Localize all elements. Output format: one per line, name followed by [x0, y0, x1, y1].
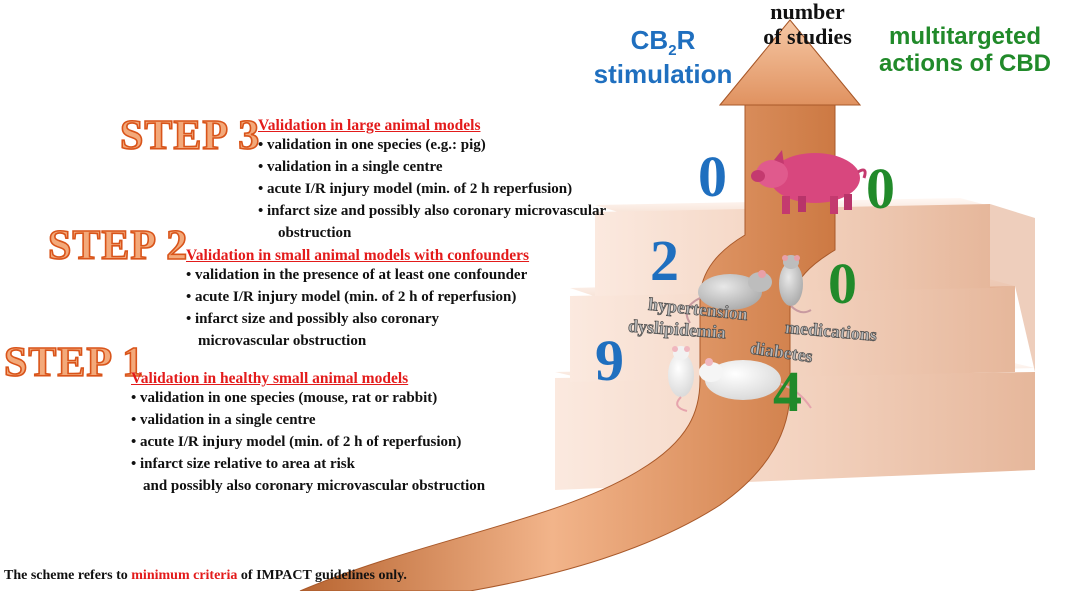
- criteria-continuation: microvascular obstruction: [186, 330, 527, 352]
- criteria-item: validation in the presence of at least o…: [186, 264, 527, 286]
- step1-criteria: validation in one species (mouse, rat or…: [131, 387, 485, 497]
- step3-cb2r-count: 0: [698, 148, 727, 206]
- step1-cbd-count: 4: [773, 363, 802, 421]
- footnote-prefix: The scheme refers to: [4, 568, 131, 583]
- step2-criteria: validation in the presence of at least o…: [186, 264, 527, 352]
- footnote-highlight: minimum criteria: [131, 568, 237, 583]
- criteria-item: validation in one species (e.g.: pig): [258, 134, 606, 156]
- criteria-item: validation in a single centre: [258, 156, 606, 178]
- studies-header: number of studies: [745, 0, 870, 49]
- footnote-suffix: of IMPACT guidelines only.: [237, 568, 406, 583]
- criteria-continuation: and possibly also coronary microvascular…: [131, 475, 485, 497]
- step3-criteria: validation in one species (e.g.: pig) va…: [258, 134, 606, 244]
- criteria-item: validation in a single centre: [131, 409, 485, 431]
- criteria-item: infarct size relative to area at risk: [131, 453, 485, 475]
- criteria-item: validation in one species (mouse, rat or…: [131, 387, 485, 409]
- step1-title: STEP 1: [4, 342, 144, 384]
- footnote: The scheme refers to minimum criteria of…: [4, 568, 407, 584]
- step3-cbd-count: 0: [866, 160, 895, 218]
- step1-heading: Validation in healthy small animal model…: [131, 371, 408, 387]
- criteria-item: acute I/R injury model (min. of 2 h of r…: [131, 431, 485, 453]
- criteria-item: acute I/R injury model (min. of 2 h of r…: [186, 286, 527, 308]
- cb2r-header: CB2R stimulation: [588, 26, 738, 89]
- step3-heading: Validation in large animal models: [258, 118, 480, 134]
- step2-title: STEP 2: [48, 225, 188, 267]
- criteria-item: infarct size and possibly also coronary: [186, 308, 527, 330]
- step2-cb2r-count: 2: [650, 232, 679, 290]
- criteria-item: acute I/R injury model (min. of 2 h repe…: [258, 178, 606, 200]
- criteria-continuation: obstruction: [258, 222, 606, 244]
- cbd-header: multitargeted actions of CBD: [865, 24, 1065, 78]
- step1-cb2r-count: 9: [595, 332, 624, 390]
- step3-title: STEP 3: [120, 115, 260, 157]
- step2-heading: Validation in small animal models with c…: [186, 248, 529, 264]
- criteria-item: infarct size and possibly also coronary …: [258, 200, 606, 222]
- step2-cbd-count: 0: [828, 255, 857, 313]
